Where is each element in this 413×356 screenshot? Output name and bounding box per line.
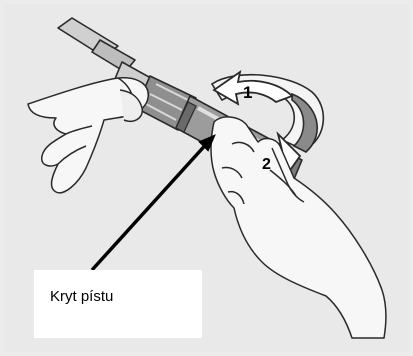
step1-number: 1 [243, 83, 252, 102]
callout-label: Kryt pístu [50, 288, 113, 305]
step2-number: 2 [262, 156, 271, 173]
callout-label-box: Kryt pístu [34, 270, 202, 338]
